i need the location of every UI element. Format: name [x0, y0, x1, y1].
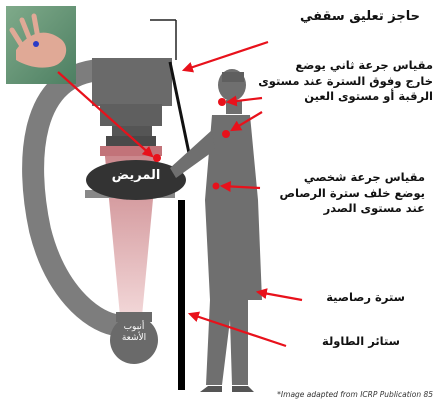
label-x-ray-tube-line2: الأشعة	[112, 333, 156, 344]
label-personal-dosimeter: مقياس جرعة شخصي يوضع خلف سترة الرصاص عند…	[255, 170, 425, 217]
arrow-apron	[258, 292, 302, 300]
label-table-curtain: ستائر الطاولة	[290, 334, 400, 350]
label-second-dosimeter-line1: مقياس جرعة ثاني يوضع	[255, 58, 433, 74]
table-curtain	[178, 200, 185, 390]
label-lead-apron: سترة رصاصية	[305, 290, 405, 306]
label-personal-dosimeter-line3: عند مستوى الصدر	[255, 201, 425, 217]
image-credit: *Image adapted from ICRP Publication 85	[248, 390, 433, 399]
hand-photo-icon	[6, 6, 76, 84]
ceiling-shield	[170, 62, 190, 158]
label-personal-dosimeter-line2: يوضع خلف سترة الرصاص	[255, 186, 425, 202]
label-second-dosimeter: مقياس جرعة ثاني يوضع خارج وفوق السترة عن…	[255, 58, 433, 105]
dosimeter-dot-chest	[213, 183, 220, 190]
label-x-ray-tube-line1: أنبوب	[112, 322, 156, 333]
beam-top-band	[100, 146, 162, 156]
dosimeter-dot-patient	[153, 154, 161, 162]
label-patient: المريض	[98, 168, 174, 183]
dosimeter-dot-neck	[222, 130, 230, 138]
label-second-dosimeter-line2: خارج وفوق السترة عند مستوى	[255, 74, 433, 90]
label-personal-dosimeter-line1: مقياس جرعة شخصي	[255, 170, 425, 186]
label-x-ray-tube: أنبوب الأشعة	[112, 322, 156, 344]
label-ceiling-shield: حاجز تعليق سقفي	[270, 8, 420, 26]
image-intensifier	[92, 58, 172, 146]
dosimeter-dot-eye	[218, 98, 226, 106]
label-second-dosimeter-line3: الرقبة أو مستوى العين	[255, 89, 433, 105]
